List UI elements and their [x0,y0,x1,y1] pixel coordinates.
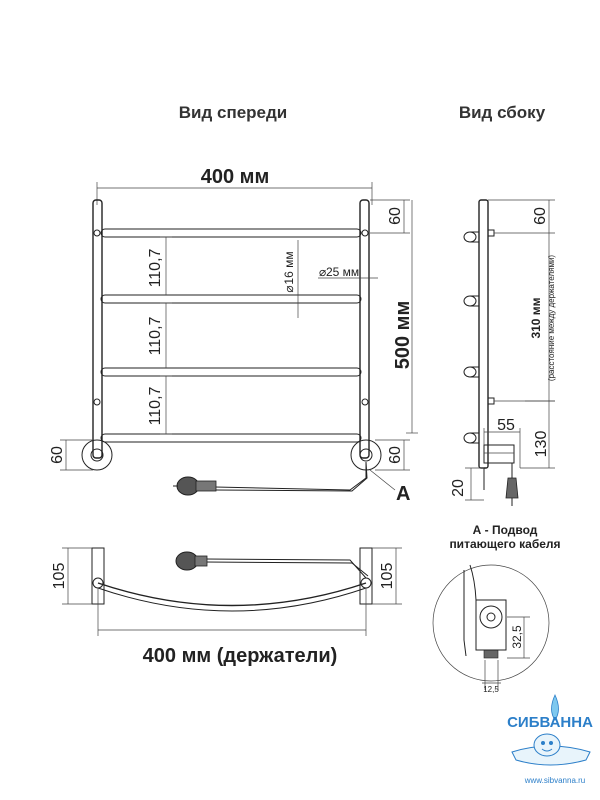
bar-4 [100,433,362,443]
bottom-offset-right-label: 60 [387,446,404,464]
holder-distance-note: (расстояние между держателями) [547,255,556,381]
cable-offset-label: 20 [450,479,467,497]
left-post [92,199,103,459]
side-depth-label: 55 [497,417,515,434]
top-view: 105 105 400 мм (держатели) [51,547,402,667]
mount-top-left [93,229,101,237]
post-diameter-label: 25 мм [326,265,359,279]
mount-mid-left [93,398,101,406]
bars [100,228,362,443]
svg-text:⌀: ⌀ [319,265,326,279]
side-post [478,199,489,469]
side-top-offset-label: 60 [532,207,549,225]
spacing-2-label: 110,7 [147,316,164,355]
front-view-title: Вид спереди [179,103,288,122]
mount-mid-right [361,398,369,406]
side-view-title: Вид сбоку [459,103,546,122]
drop-icon [551,694,559,721]
bar-diameter-label: 16 мм [282,251,296,284]
detail-a-title-2: питающего кабеля [449,537,560,551]
top-bar-curve [97,582,367,607]
holder-left [81,439,113,471]
mount-top-right [361,229,369,237]
front-width-label: 400 мм [201,166,270,188]
power-cable [214,462,367,491]
side-bottom-height-label: 130 [533,431,550,458]
top-depth-right-label: 105 [379,563,396,590]
detail-a-circle [432,564,550,682]
detail-a: А - Подвод питающего кабеля 32,5 12,5 [432,523,561,694]
front-height-label: 500 мм [392,301,414,370]
brand-name: СИБВАННА [507,714,593,731]
side-view: 60 310 мм (расстояние между держателями)… [450,199,556,506]
brand-logo: СИБВАННА www.sibvanna.ru [507,694,593,785]
top-depth-left-label: 105 [51,563,68,590]
spacing-1-label: 110,7 [147,248,164,287]
svg-text:⌀: ⌀ [282,285,296,292]
detail-a-offset-label: 12,5 [483,685,499,694]
bar-1 [100,228,362,238]
bar-3 [100,367,362,377]
detail-a-height-label: 32,5 [510,625,524,649]
spacing-3-label: 110,7 [147,386,164,425]
right-post [359,199,370,459]
holders-width-label: 400 мм (держатели) [143,645,338,667]
holder-distance-label: 310 мм [529,297,543,338]
top-offset-label: 60 [387,207,404,225]
detail-a-marker: A [396,483,410,505]
mascot-icon [533,733,561,757]
detail-a-title-1: А - Подвод [473,523,538,537]
front-view: 400 мм A [49,166,418,505]
bar-2 [100,294,362,304]
bottom-offset-left-label: 60 [49,446,66,464]
brand-url: www.sibvanna.ru [524,776,585,785]
